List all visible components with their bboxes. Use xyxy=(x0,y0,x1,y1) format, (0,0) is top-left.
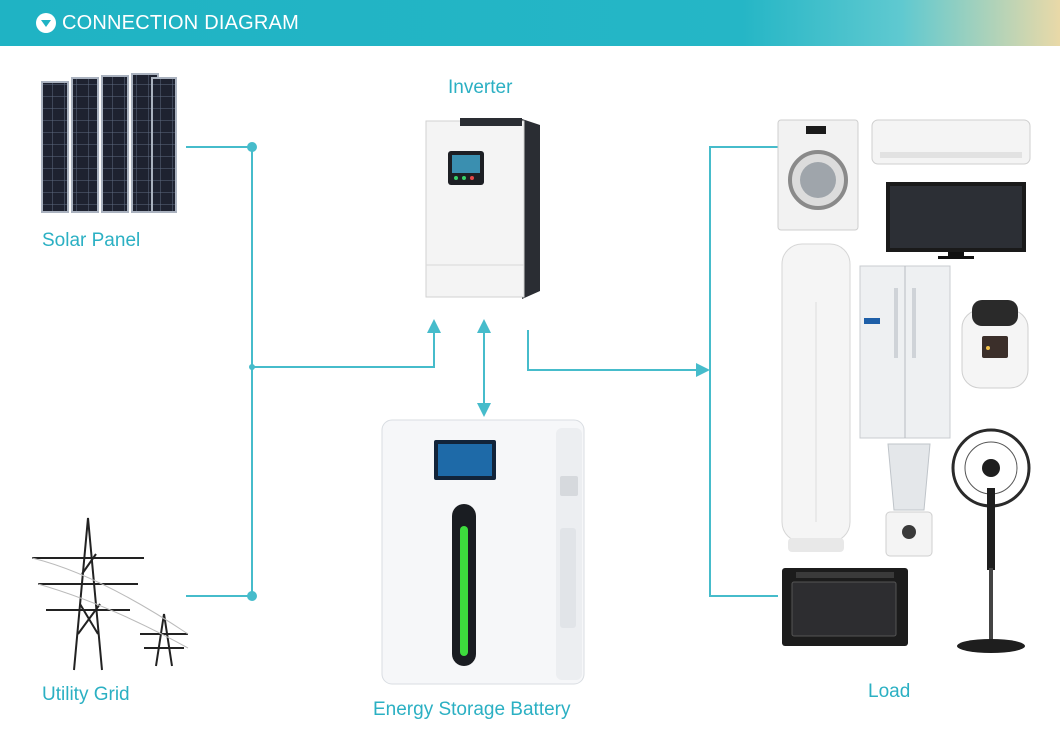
header-banner: CONNECTION DIAGRAM xyxy=(0,0,1060,46)
battery-label: Energy Storage Battery xyxy=(373,699,571,720)
junction-dot xyxy=(249,364,255,370)
television-image xyxy=(886,182,1026,259)
solar-grid-bus xyxy=(186,146,253,597)
inverter-label: Inverter xyxy=(448,77,513,98)
chevron-down-circle-icon xyxy=(36,13,56,33)
arrow-right-icon xyxy=(696,363,710,377)
bus-to-inverter-wire xyxy=(252,330,435,368)
load-bus xyxy=(709,146,778,597)
standing-fan-image xyxy=(951,428,1031,653)
microwave-image xyxy=(782,568,908,646)
junction-dot xyxy=(247,142,257,152)
arrow-down-icon xyxy=(477,403,491,417)
utility-grid-image xyxy=(31,517,189,671)
solar-panel-image xyxy=(41,73,177,213)
junction-dot xyxy=(247,591,257,601)
blender-image xyxy=(885,443,933,557)
load-label: Load xyxy=(868,681,911,702)
arrow-up-icon xyxy=(427,319,441,333)
solar-panel-label: Solar Panel xyxy=(42,230,141,251)
page-title: CONNECTION DIAGRAM xyxy=(62,12,299,34)
refrigerator-image xyxy=(859,265,951,439)
inverter-to-load-wire xyxy=(527,330,698,371)
air-conditioner-image xyxy=(871,119,1031,165)
utility-grid-label: Utility Grid xyxy=(42,684,130,705)
rice-cooker-image xyxy=(961,300,1029,389)
inverter-image xyxy=(425,118,540,299)
washing-machine-image xyxy=(777,119,859,231)
battery-image xyxy=(381,419,585,685)
standing-ac-image xyxy=(781,243,851,552)
arrow-up-icon xyxy=(477,319,491,333)
